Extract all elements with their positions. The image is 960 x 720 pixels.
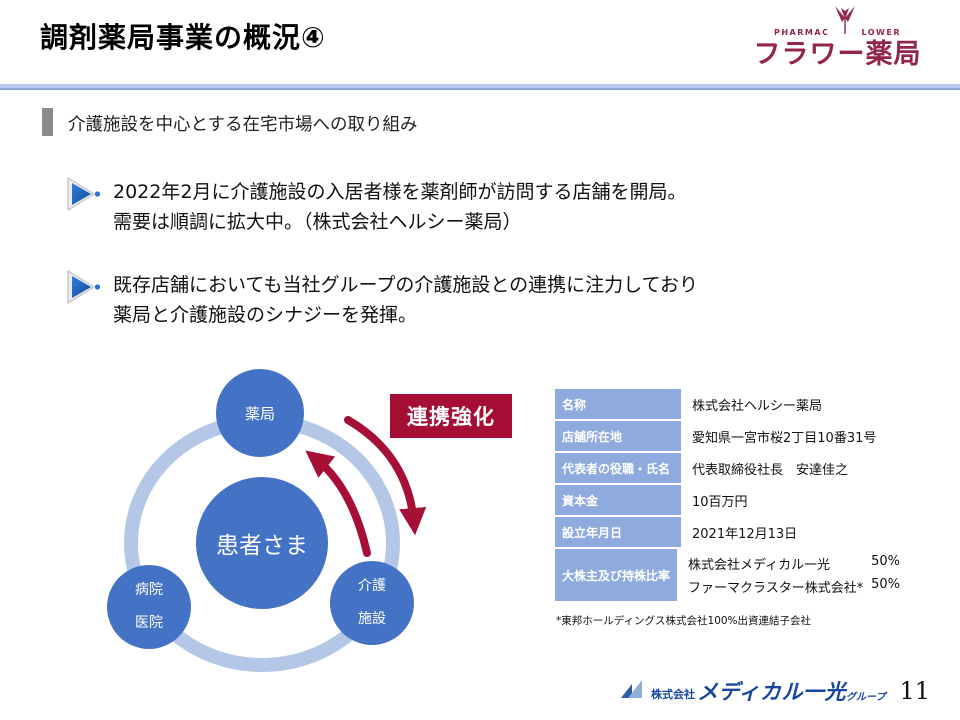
section-heading-bar [42, 108, 53, 136]
diagram-circle-hospital: 病院 医院 [107, 565, 191, 649]
bullet-2-line-1: 既存店舗においても当社グループの介護施設との連携に注力しており [113, 274, 699, 296]
page-number: 11 [899, 677, 930, 705]
header-divider [0, 84, 960, 90]
table-row-value: 株式会社メディカル一光 50% ファーマクラスター株式会社* 50% [677, 549, 900, 601]
page-title: 調剤薬局事業の概況④ [40, 21, 326, 54]
table-row-label: 資本金 [555, 485, 681, 515]
link-arrow-icon [305, 416, 427, 557]
cooperation-badge: 連携強化 [390, 394, 512, 438]
table-row-label: 代表者の役職・氏名 [555, 453, 681, 483]
bullet-2-line-2: 薬局と介護施設のシナジーを発揮。 [113, 304, 418, 326]
table-row: 設立年月日 2021年12月13日 [555, 517, 900, 547]
table-footnote: *東邦ホールディングス株式会社100%出資連結子会社 [556, 615, 812, 627]
diagram-label-care-2: 施設 [358, 611, 386, 627]
footer: 株式会社 メディカル一光 グループ 11 [620, 676, 930, 706]
company-info-table: 名称 株式会社ヘルシー薬局 店舗所在地 愛知県一宮市桜2丁目10番31号 代表者… [555, 389, 900, 603]
diagram-circle-care-facility: 介護 施設 [330, 561, 414, 645]
bullet-1-line-1: 2022年2月に介護施設の入居者様を薬剤師が訪問する店舗を開局。 [113, 181, 687, 203]
shareholder-line: 株式会社メディカル一光 50% [688, 554, 900, 573]
table-row-value: 愛知県一宮市桜2丁目10番31号 [692, 430, 877, 446]
diagram-label-pharmacy: 薬局 [244, 404, 275, 423]
shareholder-line: ファーマクラスター株式会社* 50% [688, 577, 900, 596]
diagram-circle-patient: 患者さま [196, 477, 328, 609]
table-row-label: 名称 [555, 389, 681, 419]
play-bullet-icon [63, 175, 103, 219]
bullet-text: 既存店舗においても当社グループの介護施設との連携に注力しており 薬局と介護施設の… [113, 270, 813, 330]
diagram-label-hospital-2: 医院 [135, 615, 163, 631]
shareholder-name: 株式会社メディカル一光 [688, 558, 831, 573]
table-row: 店舗所在地 愛知県一宮市桜2丁目10番31号 [555, 421, 900, 451]
table-row-value: 10百万円 [692, 494, 748, 510]
table-row-label: 設立年月日 [555, 517, 681, 547]
bullet-text: 2022年2月に介護施設の入居者様を薬剤師が訪問する店舗を開局。 需要は順調に拡… [113, 177, 813, 237]
table-row: 名称 株式会社ヘルシー薬局 [555, 389, 900, 419]
footer-triangles-icon [620, 679, 647, 703]
play-bullet-icon [63, 268, 103, 312]
flower-pharmacy-logo: PHARMAC LOWER フラワー薬局 [745, 6, 930, 70]
shareholder-name: ファーマクラスター株式会社* [688, 581, 864, 596]
bullet-item-2: 既存店舗においても当社グループの介護施設との連携に注力しており 薬局と介護施設の… [63, 270, 813, 330]
flower-logo-top: PHARMAC LOWER [745, 6, 930, 40]
table-row-label: 大株主及び持株比率 [555, 549, 677, 601]
table-row: 代表者の役職・氏名 代表取締役社長 安達佳之 [555, 453, 900, 483]
footer-company-suffix: グループ [846, 691, 886, 703]
bullet-item-1: 2022年2月に介護施設の入居者様を薬剤師が訪問する店舗を開局。 需要は順調に拡… [63, 177, 813, 237]
flower-logo-word-right: LOWER [861, 28, 901, 37]
shareholder-ratio: 50% [871, 554, 900, 569]
diagram-label-patient: 患者さま [216, 533, 308, 559]
table-row-value: 代表取締役社長 安達佳之 [692, 462, 849, 478]
flower-logo-name: フラワー薬局 [753, 39, 922, 70]
diagram-label-hospital-1: 病院 [135, 582, 163, 598]
footer-company-name: メディカル一光 [697, 680, 847, 704]
bullet-1-line-2: 需要は順調に拡大中。（株式会社ヘルシー薬局） [113, 211, 522, 233]
shareholder-ratio: 50% [871, 577, 900, 592]
table-row-value: 2021年12月13日 [692, 526, 798, 542]
footer-company-prefix: 株式会社 [651, 688, 696, 701]
diagram-label-care-1: 介護 [358, 578, 386, 594]
flower-icon [832, 4, 858, 40]
table-row-value: 株式会社ヘルシー薬局 [692, 398, 823, 414]
diagram-circle-pharmacy: 薬局 [216, 369, 304, 457]
table-row-label: 店舗所在地 [555, 421, 681, 451]
section-heading: 介護施設を中心とする在宅市場への取り組み [68, 115, 418, 135]
flower-logo-word-left: PHARMAC [774, 28, 830, 37]
table-row-shareholders: 大株主及び持株比率 株式会社メディカル一光 50% ファーマクラスター株式会社*… [555, 549, 900, 601]
table-row: 資本金 10百万円 [555, 485, 900, 515]
